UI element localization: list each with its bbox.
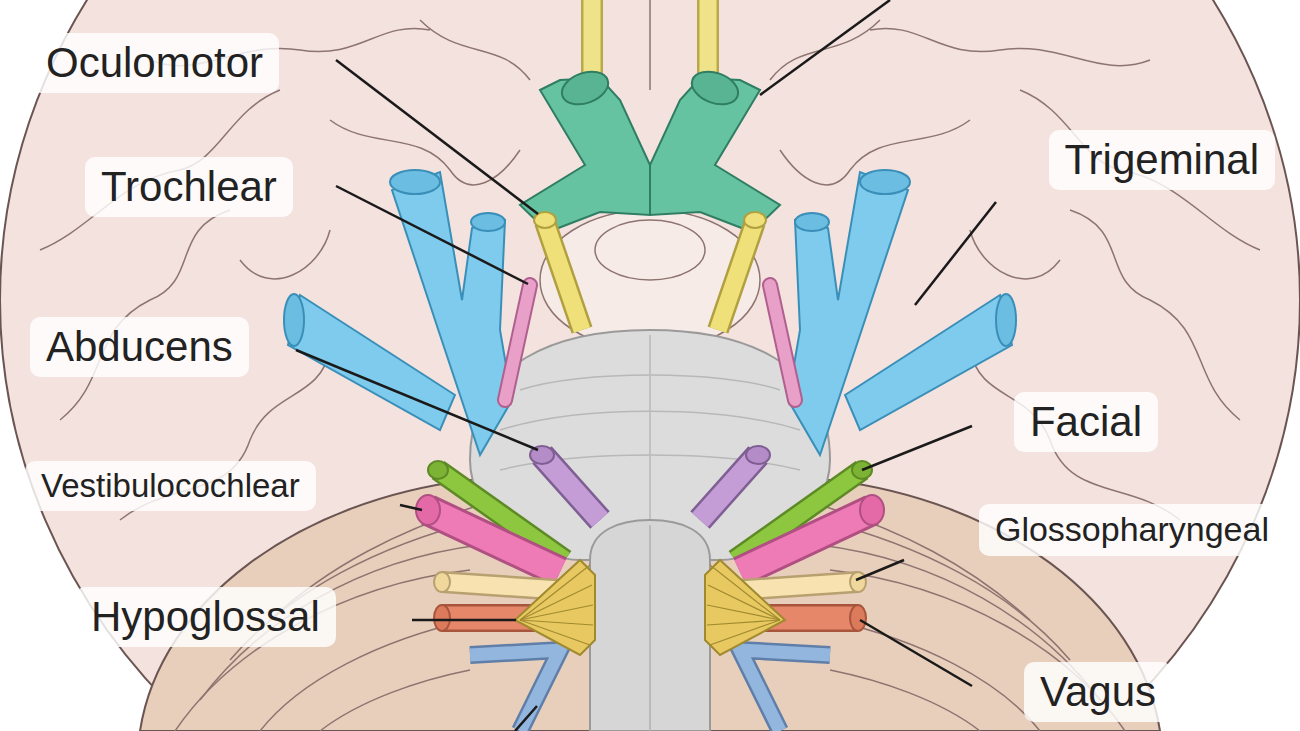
nerve-label: Vagus — [1024, 662, 1172, 722]
cranial-nerves-right — [650, 0, 1016, 731]
nerve-label: Trochlear — [85, 157, 293, 217]
nerve-label: Facial — [1014, 392, 1158, 452]
medulla — [590, 520, 710, 731]
nerve-label: Glossopharyngeal — [979, 504, 1285, 555]
nerve-label: Vestibulocochlear — [25, 461, 316, 511]
tuber — [595, 220, 705, 280]
nerve-label: Abducens — [30, 317, 249, 377]
medulla-midline — [649, 525, 651, 731]
cranial-nerves-left — [284, 0, 650, 731]
nerve-label: Oculomotor — [30, 33, 279, 93]
nerve-label: Trigeminal — [1049, 130, 1276, 190]
nerve-label: Hypoglossal — [75, 587, 336, 647]
leader-lines — [296, 0, 996, 731]
